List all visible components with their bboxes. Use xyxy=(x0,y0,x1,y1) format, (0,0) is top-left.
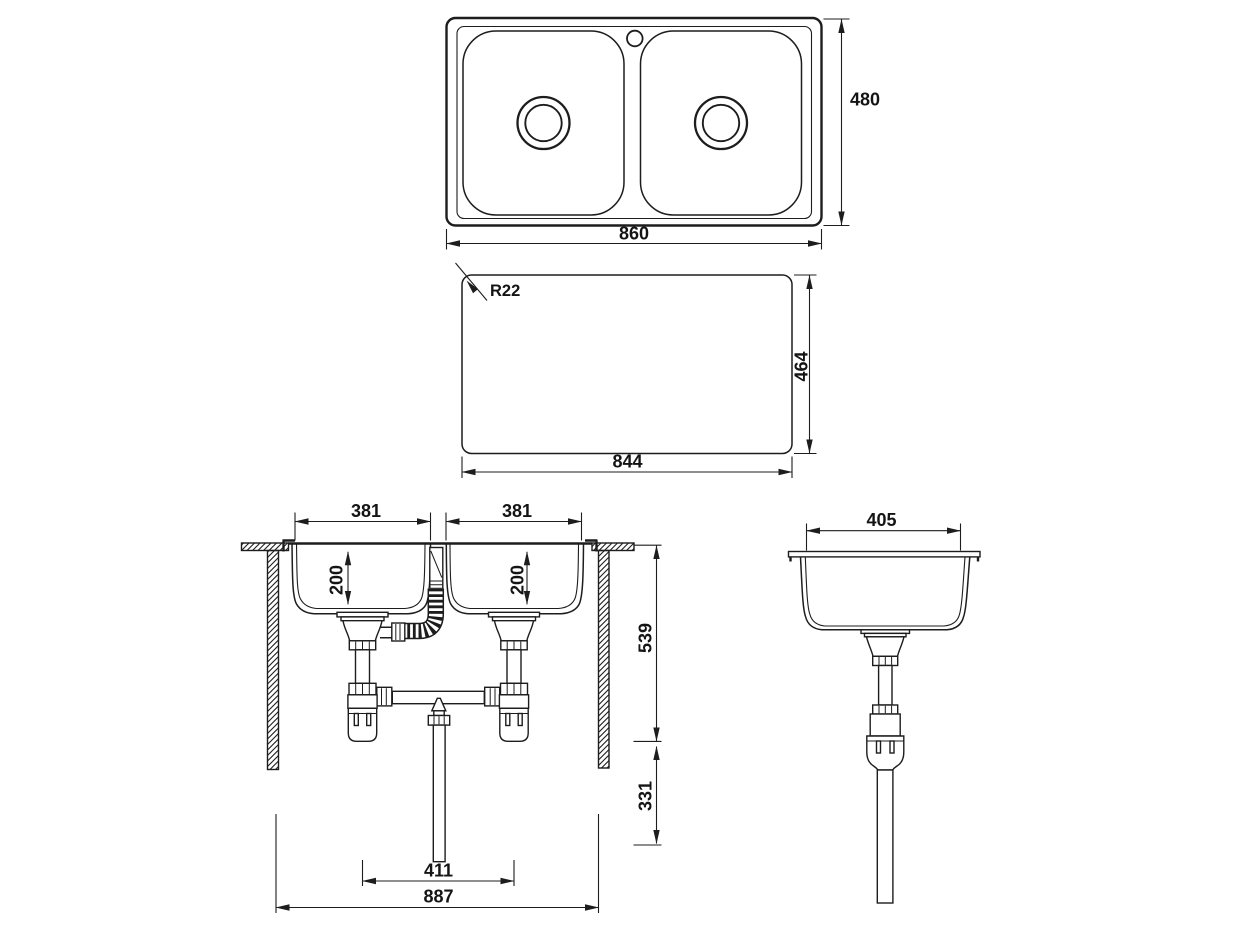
right-strainer-assembly xyxy=(487,611,541,684)
cabinet-panel-right xyxy=(597,549,610,769)
left-bowl-inner-wall xyxy=(295,543,426,610)
side-rim xyxy=(787,550,981,558)
dim-label-200-left: 200 xyxy=(327,565,347,595)
front-section-view: 381 381 200 200 539 331 411 xyxy=(240,501,662,913)
dim-lower-height: 331 xyxy=(633,746,662,846)
dim-cutout-width: 844 xyxy=(461,452,793,478)
dim-overall-width-installed: 887 xyxy=(275,814,600,913)
center-outlet-assembly xyxy=(427,697,451,863)
faucet-hole xyxy=(626,29,644,48)
right-trap-bottle xyxy=(484,682,530,742)
dim-cutout-depth: 464 xyxy=(792,274,817,455)
dim-right-bowl-width: 381 xyxy=(445,501,583,541)
side-drain-assembly xyxy=(860,629,911,904)
dim-label-200-right: 200 xyxy=(508,565,528,595)
sink-outer-edge xyxy=(445,16,823,227)
dim-label-860: 860 xyxy=(619,224,649,244)
dim-side-bowl-width: 405 xyxy=(805,510,962,551)
corner-radius-callout: R22 xyxy=(455,262,520,301)
left-drain-plan xyxy=(516,95,571,151)
side-section-view: 405 xyxy=(787,510,981,904)
mounting-clip-right xyxy=(585,539,598,552)
right-drain-plan xyxy=(693,95,749,151)
left-strainer-assembly xyxy=(336,611,389,684)
side-drain-pipe xyxy=(876,769,894,904)
side-bowl-inner-wall xyxy=(804,556,966,627)
dim-overall-width: 860 xyxy=(445,224,823,250)
overflow-assembly xyxy=(380,546,445,642)
radius-label: R22 xyxy=(490,282,520,300)
dim-label-331: 331 xyxy=(636,781,656,811)
side-trap-body xyxy=(869,713,901,737)
dim-label-381-left: 381 xyxy=(351,501,381,521)
dim-left-bowl-width: 381 xyxy=(294,501,432,541)
right-bowl-inner-wall xyxy=(449,543,580,610)
mounting-clip-left xyxy=(282,539,295,552)
left-bowl-plan xyxy=(462,30,625,216)
left-bowl-outer-wall xyxy=(291,543,432,615)
dim-label-539: 539 xyxy=(636,623,656,653)
sink-rim-inner-edge xyxy=(456,25,813,220)
center-drain-pipe xyxy=(432,724,446,863)
dim-left-bowl-depth: 200 xyxy=(327,551,352,605)
cabinet-panel-left xyxy=(266,549,280,771)
dim-drain-spacing: 411 xyxy=(361,860,515,886)
dim-overall-depth: 480 xyxy=(823,18,880,227)
left-trap-bottle xyxy=(347,682,393,742)
side-bowl-outer-wall xyxy=(799,556,971,631)
dim-label-480: 480 xyxy=(850,90,880,110)
dim-upper-height: 539 xyxy=(633,544,662,742)
overflow-hose-fitting xyxy=(391,622,406,642)
right-bowl-plan xyxy=(639,30,803,216)
top-view: 480 860 xyxy=(445,16,880,250)
dim-right-bowl-depth: 200 xyxy=(508,551,531,605)
dim-label-844: 844 xyxy=(612,452,642,472)
dim-label-411: 411 xyxy=(424,861,453,881)
cutout-view: R22 464 844 xyxy=(455,262,817,478)
dim-label-381-right: 381 xyxy=(502,501,532,521)
dim-label-405: 405 xyxy=(866,510,896,530)
countertop-right xyxy=(591,542,635,552)
dim-label-887: 887 xyxy=(423,887,453,907)
countertop-left xyxy=(240,542,290,552)
cutout-outline xyxy=(461,274,793,455)
dim-label-464: 464 xyxy=(792,351,812,381)
